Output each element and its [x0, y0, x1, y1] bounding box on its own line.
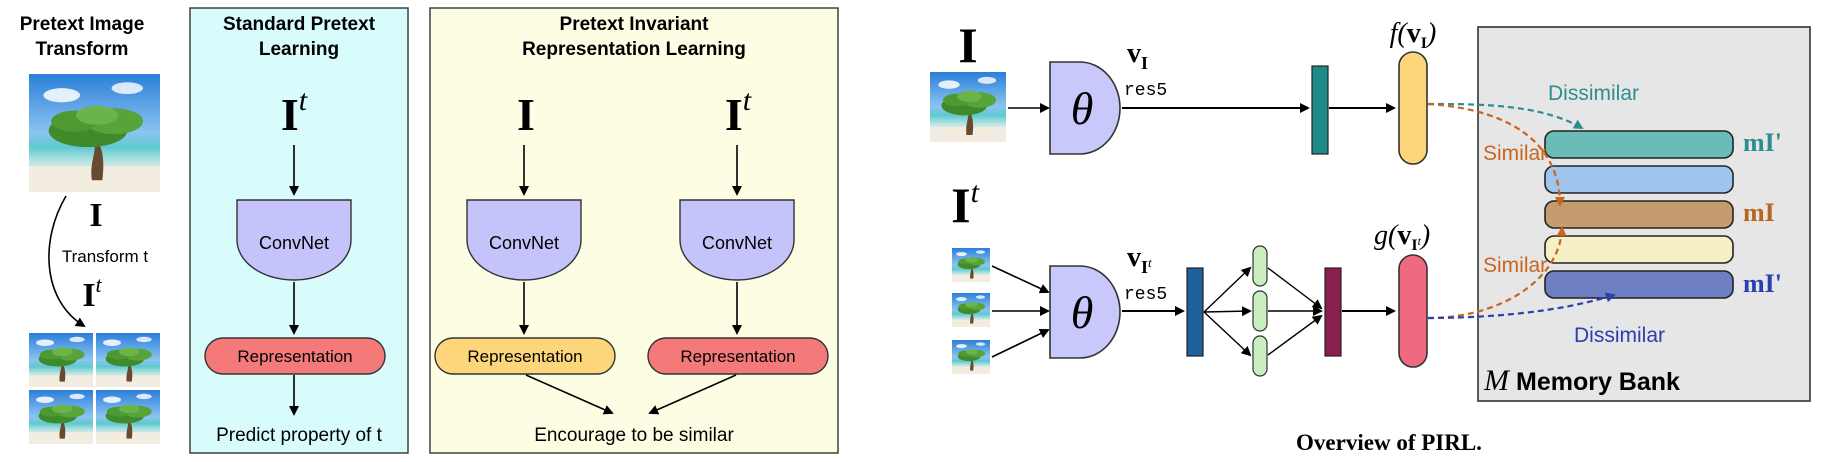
- pretext-column: Pretext Image Transform I Transform t It: [20, 14, 160, 444]
- bottom-vector-label: vIt: [1127, 242, 1152, 277]
- transformed-tiles: [29, 333, 160, 444]
- invariant-caption: Encourage to be similar: [534, 425, 734, 446]
- bottom-theta-symbol: θ: [1071, 287, 1094, 338]
- top-input-image: [930, 72, 1006, 142]
- dissimilar-top-label: Dissimilar: [1548, 82, 1639, 105]
- memory-entry-1: [1544, 130, 1734, 159]
- invariant-title-line1: Pretext Invariant: [560, 14, 710, 35]
- memory-entry-4: [1544, 235, 1734, 264]
- dissimilar-bottom-arrow: [1427, 292, 1616, 320]
- f-embedding-shape: [1398, 51, 1428, 165]
- patch-feature-2: [1252, 290, 1268, 332]
- top-input-symbol: I: [958, 17, 977, 73]
- top-teal-bar: [1311, 65, 1329, 155]
- transform-label: Transform t: [62, 247, 149, 266]
- standard-input-symbol: It: [281, 84, 308, 140]
- f-label: f(vI): [1390, 18, 1437, 52]
- original-beach-image: [29, 74, 160, 192]
- tile-4: [96, 390, 160, 444]
- memory-entry-2: [1544, 165, 1734, 194]
- bottom-tile-1: [952, 248, 990, 282]
- standard-pretext-panel: Standard Pretext Learning It ConvNet Rep…: [189, 7, 409, 454]
- standard-convnet-shape: [236, 199, 352, 281]
- invariant-right-rep-arrow: [648, 374, 737, 415]
- invariant-right-convnet-shape: [679, 199, 795, 281]
- tile-1: [29, 333, 93, 387]
- bottom-tile-3: [952, 340, 990, 374]
- invariant-panel: Pretext Invariant Representation Learnin…: [429, 7, 839, 454]
- similar-top-arrow: [1427, 102, 1565, 207]
- memory-bank-label: Memory Bank: [1516, 368, 1680, 396]
- standard-convnet-label: ConvNet: [259, 233, 329, 253]
- bottom-theta-shape: [1049, 265, 1121, 359]
- standard-title-line1: Standard Pretext: [223, 14, 376, 35]
- pirl-overview: I θ vI res5 f(vI) It θ vIt res5: [930, 17, 1811, 455]
- bottom-input-symbol: It: [951, 176, 979, 233]
- g-embedding-shape: [1398, 254, 1428, 368]
- standard-caption: Predict property of t: [216, 425, 383, 446]
- pretext-transformed-symbol: It: [82, 272, 102, 314]
- invariant-left-convnet-label: ConvNet: [489, 233, 559, 253]
- similar-bottom-arrow: [1427, 226, 1567, 320]
- similar-bottom-label: Similar: [1483, 254, 1547, 277]
- invariant-title-line2: Representation Learning: [522, 39, 746, 60]
- bottom-tile-arrow-3: [991, 328, 1050, 358]
- patch-feature-3: [1252, 335, 1268, 377]
- top-vector-label: vI: [1127, 38, 1148, 73]
- bottom-res5-label: res5: [1124, 285, 1167, 305]
- pretext-title-line2: Transform: [36, 39, 129, 60]
- m-label-top: mI': [1743, 128, 1782, 157]
- invariant-left-representation-label: Representation: [467, 347, 582, 366]
- invariant-left-representation-shape: [434, 337, 616, 375]
- standard-representation-shape: [204, 337, 386, 375]
- top-theta-symbol: θ: [1071, 83, 1094, 134]
- invariant-left-rep-arrow: [525, 374, 614, 415]
- invariant-right-representation-shape: [647, 337, 829, 375]
- pirl-caption: Overview of PIRL.: [1296, 430, 1482, 455]
- tile-3: [29, 390, 93, 444]
- dissimilar-top-arrow: [1427, 102, 1584, 129]
- pretext-title-line1: Pretext Image: [20, 14, 145, 35]
- invariant-left-input-symbol: I: [517, 89, 535, 140]
- invariant-left-convnet-shape: [466, 199, 582, 281]
- memory-entry-3: [1544, 200, 1734, 229]
- invariant-right-convnet-label: ConvNet: [702, 233, 772, 253]
- bottom-maroon-bar: [1324, 267, 1342, 357]
- patch-feature-1: [1252, 245, 1268, 287]
- bottom-blue-bar: [1186, 267, 1204, 357]
- pretext-image-symbol: I: [89, 197, 102, 234]
- top-res5-label: res5: [1124, 81, 1167, 101]
- memory-entry-5: [1544, 270, 1734, 299]
- standard-title-line2: Learning: [259, 39, 339, 60]
- tile-2: [96, 333, 160, 387]
- top-theta-shape: [1049, 61, 1121, 155]
- g-label: g(vIt): [1374, 220, 1430, 254]
- invariant-right-input-symbol: It: [725, 84, 752, 140]
- m-label-middle: mI: [1743, 198, 1775, 227]
- invariant-right-representation-label: Representation: [680, 347, 795, 366]
- transform-arrow: [48, 195, 86, 328]
- patch-fan-out-arrows: [1203, 266, 1323, 357]
- dissimilar-bottom-label: Dissimilar: [1574, 324, 1665, 347]
- m-label-bottom: mI': [1743, 269, 1782, 298]
- standard-representation-label: Representation: [237, 347, 352, 366]
- bottom-tile-2: [952, 293, 990, 327]
- bottom-tile-arrow-1: [991, 265, 1050, 294]
- memory-bank-symbol: M: [1483, 364, 1511, 397]
- similar-top-label: Similar: [1483, 142, 1547, 165]
